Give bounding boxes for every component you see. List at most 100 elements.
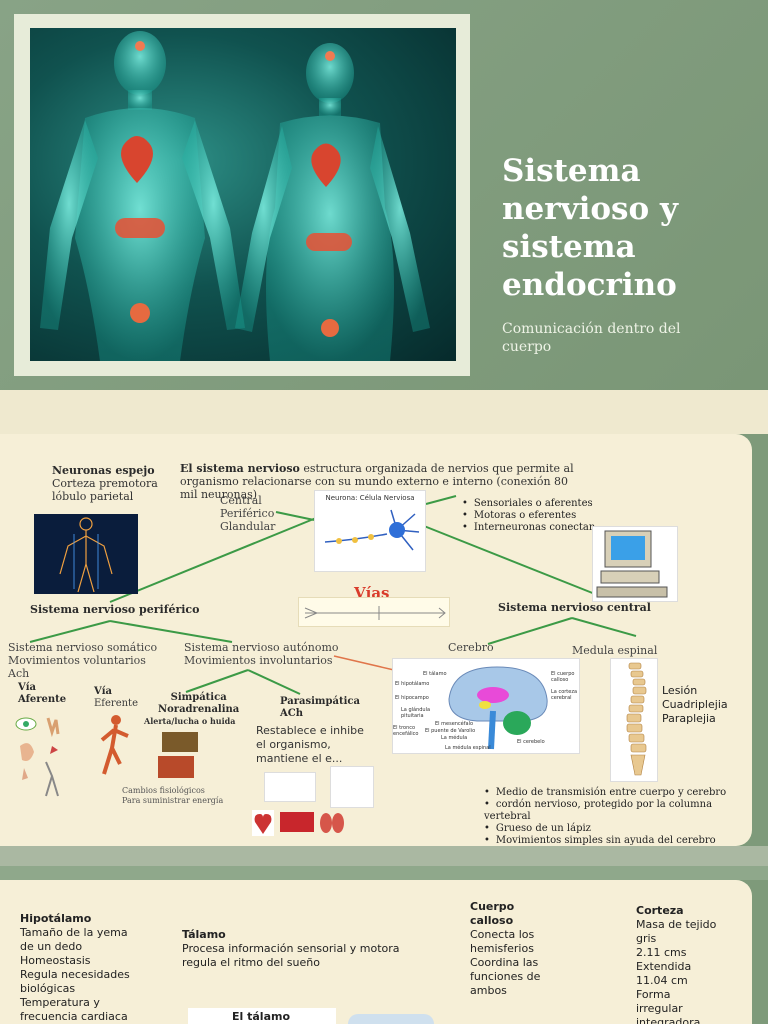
slide-subtitle: Comunicación dentro del cuerpo [502,321,681,355]
talamo-image-label: El tálamo [232,1010,291,1023]
spine-image [610,658,658,782]
calloso-line-2: hemisferios [470,942,534,955]
brain-label-cerebelo: El cerebelo [517,739,545,745]
runner-image [94,714,134,778]
autonomo-title: Sistema nervioso autónomo [184,641,339,654]
brain-diagram: El tálamo El hipotálamo El hipocampo La … [392,658,580,754]
via-eferente: Vía Eferente [94,686,138,710]
heart-organs [121,136,341,187]
via-aferente-1: Vía [18,682,37,693]
neuronas-espejo-title: Neuronas espejo [52,464,155,477]
neuron-type-interneurona: Interneuronas conectan [462,522,602,534]
concept-map-connectors [29,495,637,695]
brain-label-puente: El puente de Varolio [425,728,476,734]
brain-label-corteza: La corteza cerebral [551,689,578,701]
division-periferico: Periférico [220,507,275,520]
brain-label-hipotalamo: El hipotálamo [395,681,430,687]
computer-icon [596,530,668,598]
calloso-title-2: calloso [470,914,514,927]
brain-label-pituitaria: La glándula pituitaria [401,707,431,719]
spine-illustration [626,662,647,776]
hipotalamo-line-5: biológicas [20,982,76,995]
simpatica-hormone: Noradrenalina [158,704,240,715]
computer-image [592,526,678,602]
neuron-caption: Neurona: Célula Nerviosa [325,494,415,502]
hipotalamo-line-3: Homeostasis [20,954,91,967]
pelvic-organs [130,303,339,337]
sistema-nervioso-intro: El sistema nervioso estructura organizad… [180,462,580,501]
lesion-title: Lesión [662,684,698,697]
corteza-line-8: integradora [636,1016,701,1024]
intro-rest: estructura organizada de nervios que per… [180,462,574,501]
talamo-line-2: regula el ritmo del sueño [182,956,320,969]
neuronas-espejo-line1: Corteza premotora [52,477,158,490]
slide-separator-3 [0,866,768,880]
corteza-line-2: gris [636,932,657,945]
medula-fact-2: cordón nervioso, protegido por la column… [484,799,728,823]
corteza-title: Corteza [636,904,684,917]
medula-node: Medula espinal [572,644,658,657]
body-outline-image [330,766,374,808]
somatico-title: Sistema nervioso somático [8,641,158,654]
cambios-line2: Para suministrar energía [122,796,224,805]
simpatica-title: Simpática [170,692,227,703]
fight-image [158,756,194,778]
via-eferente-1: Vía [94,686,113,697]
calloso-line-1: Conecta los [470,928,535,941]
neuron-illustration [324,509,420,551]
hipotalamo-block: Hipotálamo Tamaño de la yema de un dedo … [20,912,150,1024]
slide-separator [0,390,768,434]
neuronas-espejo-line2: lóbulo parietal [52,490,134,503]
nerve-pathway-illustration [304,606,446,620]
corteza-line-7: irregular [636,1002,683,1015]
corteza-line-1: Masa de tejido [636,918,717,931]
medula-facts-list: Medio de transmisión entre cuerpo y cere… [484,787,728,847]
muscle-runner-icon [100,715,129,775]
autonomo-node: Sistema nervioso autónomo Movimientos in… [184,641,364,667]
calloso-line-3: Coordina las [470,956,539,969]
nervous-system-image [34,514,138,594]
hipotalamo-line-1: Tamaño de la yema [20,926,128,939]
via-eferente-2: Eferente [94,698,138,709]
sistema-periferico-node: Sistema nervioso periférico [30,603,200,616]
division-central: Central [220,494,262,507]
cambios-line1: Cambios fisiológicos [122,786,205,795]
hipotalamo-line-7: frecuencia cardiaca [20,1010,128,1023]
brain-label-mesencefalo: El mesencéfalo [435,721,474,727]
brain-label-medula: La médula [441,735,468,741]
senses-images [14,716,68,802]
parasimpatica-hormone: ACh [280,708,303,719]
somatico-node: Sistema nervioso somático Movimientos vo… [8,641,178,680]
heart-icon [254,814,272,834]
talamo-block: Tálamo Procesa información sensorial y m… [182,928,422,970]
arrow-orange [333,655,395,671]
slide-separator-2 [0,846,768,866]
lesion-paraplejia: Paraplejia [662,712,716,725]
brain-top-image [348,1014,434,1024]
digestive-image [264,772,316,802]
neuron-image: Neurona: Célula Nerviosa [314,490,426,572]
calloso-line-5: ambos [470,984,507,997]
lungs-icon [320,813,344,833]
brain-label-hipocampo: El hipocampo [395,695,429,701]
autonomo-line2: Movimientos involuntarios [184,654,333,667]
talamo-line-1: Procesa información sensorial y motora [182,942,400,955]
hipotalamo-line-2: de un dedo [20,940,83,953]
cerebro-node: Cerebro [448,641,494,654]
title-slide: Sistema nervioso y sistema endocrino Com… [0,0,768,390]
medula-fact-1: Medio de transmisión entre cuerpo y cere… [484,787,728,799]
human-anatomy-photo [30,28,456,361]
parasimpatica-desc: Restablece e inhibe el organismo, mantie… [256,724,364,765]
medula-fact-3: Grueso de un lápiz [484,823,728,835]
neuron-type-sensorial: Sensoriales o aferentes [462,498,602,510]
brain-glands [135,41,335,61]
parasimpatica-title: Parasimpática [280,696,360,707]
talamo-image: El tálamo [188,1008,336,1024]
neuron-type-motora: Motoras o eferentes [462,510,602,522]
talamo-title: Tálamo [182,928,226,941]
anatomy-illustration [40,31,430,361]
corteza-line-3: 2.11 cms [636,946,687,959]
brain-label-tronco: El tronco encefálico [393,725,419,737]
nerve-pathway-image [298,597,450,627]
division-glandular: Glandular [220,520,276,533]
